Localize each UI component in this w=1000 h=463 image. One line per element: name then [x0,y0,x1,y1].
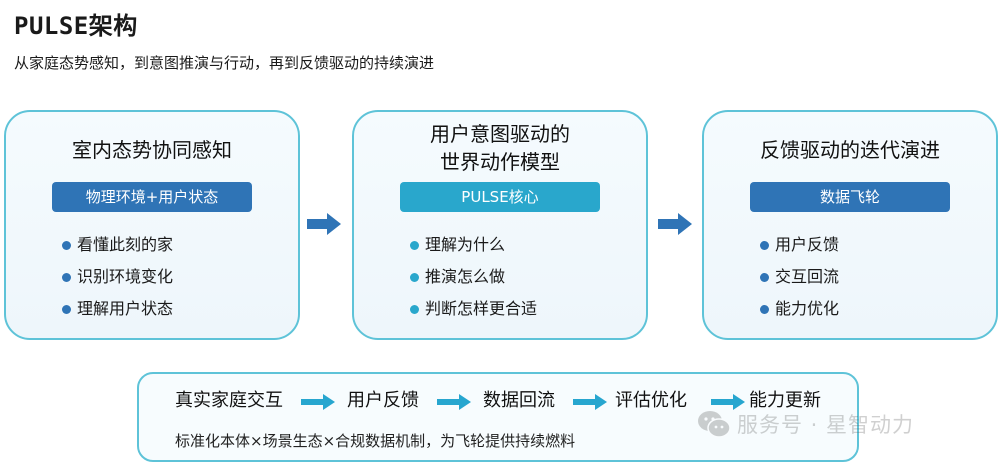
bullet-text: 识别环境变化 [77,267,174,286]
flow-step: 能力更新 [749,390,821,411]
card-title-line: 用户意图驱动的 [430,122,570,146]
card-tag: PULSE核心 [400,182,600,212]
card-title: 反馈驱动的迭代演进 [760,138,940,162]
watermark-text: 服务号 · 星智动力 [737,413,915,437]
watermark: 服务号 · 星智动力 [697,408,914,440]
bullet-dot-icon [62,273,71,282]
bullet-dot-icon [760,273,769,282]
bullet-dot-icon [62,305,71,314]
right-arrow-icon [573,394,607,410]
flow-step: 数据回流 [483,390,555,411]
bullet-dot-icon [410,305,419,314]
card-tag: 物理环境+用户状态 [52,182,252,212]
flow-note: 标准化本体×场景生态×合规数据机制，为飞轮提供持续燃料 [175,432,576,450]
card-feedback-iteration: 反馈驱动的迭代演进 数据飞轮 用户反馈 交互回流 能力优化 [702,110,998,340]
bullet-text: 看懂此刻的家 [77,235,174,254]
flow-step: 用户反馈 [347,390,419,411]
card-indoor-perception: 室内态势协同感知 物理环境+用户状态 看懂此刻的家 识别环境变化 理解用户状态 [4,110,300,340]
page-subtitle: 从家庭态势感知，到意图推演与行动，再到反馈驱动的持续演进 [14,54,435,72]
card-world-action-model: 用户意图驱动的 世界动作模型 PULSE核心 理解为什么 推演怎么做 判断怎样更… [352,110,648,340]
wechat-logo-icon [698,411,731,438]
flow-step: 真实家庭交互 [175,390,283,411]
list-item: 识别环境变化 [62,266,173,298]
right-arrow-icon [301,394,335,410]
list-item: 能力优化 [760,298,839,330]
right-arrow-icon [307,213,341,235]
bullet-dot-icon [760,241,769,250]
bullet-list: 理解为什么 推演怎么做 判断怎样更合适 [410,234,537,330]
right-arrow-icon [437,394,471,410]
bullet-dot-icon [410,273,419,282]
flow-steps: 真实家庭交互 用户反馈 数据回流 评估优化 能力更新 [139,386,857,416]
list-item: 理解用户状态 [62,298,173,330]
page-title: PULSE架构 [14,12,138,40]
card-title: 室内态势协同感知 [72,138,232,162]
bullet-text: 用户反馈 [775,235,840,254]
bullet-text: 理解为什么 [425,235,506,254]
bullet-text: 能力优化 [775,299,840,318]
right-arrow-icon [711,394,745,410]
list-item: 用户反馈 [760,234,839,266]
list-item: 交互回流 [760,266,839,298]
card-title-line: 世界动作模型 [440,150,560,174]
bullet-text: 理解用户状态 [77,299,174,318]
card-tag: 数据飞轮 [750,182,950,212]
data-flywheel-flow: 真实家庭交互 用户反馈 数据回流 评估优化 能力更新 标准化本体×场景生态×合规… [137,372,859,462]
bullet-text: 推演怎么做 [425,267,506,286]
bullet-dot-icon [410,241,419,250]
right-arrow-icon [658,213,692,235]
list-item: 理解为什么 [410,234,537,266]
bullet-dot-icon [62,241,71,250]
flow-step: 评估优化 [615,390,687,411]
bullet-dot-icon [760,305,769,314]
card-title: 用户意图驱动的 世界动作模型 [354,120,646,176]
bullet-list: 用户反馈 交互回流 能力优化 [760,234,839,330]
bullet-text: 判断怎样更合适 [425,299,538,318]
list-item: 推演怎么做 [410,266,537,298]
bullet-text: 交互回流 [775,267,840,286]
list-item: 看懂此刻的家 [62,234,173,266]
bullet-list: 看懂此刻的家 识别环境变化 理解用户状态 [62,234,173,330]
list-item: 判断怎样更合适 [410,298,537,330]
